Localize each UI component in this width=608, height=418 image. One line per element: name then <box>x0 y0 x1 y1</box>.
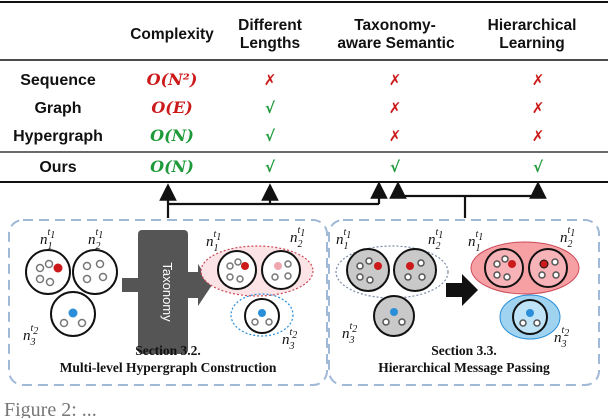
node-n3-out <box>244 298 280 334</box>
comparison-table: Complexity Different Lengths Taxonomy- a… <box>0 1 608 183</box>
left-panel: n1t1 n2t1 n3t2 <box>8 219 328 386</box>
taxonomy-arrow: Taxonomy <box>122 230 212 354</box>
cross-mark: ✗ <box>264 71 277 89</box>
table-row-ours: Ours O(N) √ √ √ <box>39 157 544 176</box>
check-mark: √ <box>390 158 401 176</box>
node-label-n2: n2t1 <box>88 227 103 252</box>
node-label-n1-mp: n1t1 <box>336 227 351 252</box>
header-hier-line1: Hierarchical <box>488 17 577 34</box>
table-row-graph: Graph O(E) √ ✗ ✗ <box>34 98 544 117</box>
node-label-n3-res: n3t2 <box>554 325 569 350</box>
left-panel-border <box>8 219 328 386</box>
node-n1-mp <box>346 248 390 292</box>
check-mark: √ <box>265 99 276 117</box>
cross-mark: ✗ <box>389 99 402 117</box>
right-section-name: Hierarchical Message Passing <box>378 360 550 375</box>
node-n2-mp <box>393 248 437 292</box>
complexity-value: O(N) <box>150 126 194 145</box>
header-taxonomy-line2: aware Semantic <box>337 35 455 52</box>
complexity-value: O(N) <box>150 157 194 176</box>
table-row-sequence: Sequence O(N²) ✗ ✗ ✗ <box>20 70 544 89</box>
node-label-n2-mp: n2t1 <box>428 227 443 252</box>
connector-arrows <box>159 181 547 218</box>
taxonomy-label: Taxonomy <box>160 262 175 322</box>
header-complexity: Complexity <box>130 26 214 43</box>
cross-mark: ✗ <box>532 71 545 89</box>
check-mark: √ <box>265 158 276 176</box>
complexity-value: O(N²) <box>147 70 198 89</box>
left-section-name: Multi-level Hypergraph Construction <box>60 360 277 375</box>
node-n3 <box>50 291 96 337</box>
left-section-title: Section 3.2. <box>135 343 201 358</box>
node-label-n3: n3t2 <box>23 323 38 348</box>
right-panel: n1t1 n2t1 n3t2 n1t1 n2t1 n <box>328 219 600 386</box>
node-label-n2-out: n2t1 <box>290 225 305 250</box>
complexity-value: O(E) <box>151 98 192 117</box>
header-lengths-line2: Lengths <box>240 35 300 52</box>
message-passing-arrow <box>446 274 478 306</box>
node-label-n2-res: n2t1 <box>560 225 575 250</box>
row-label: Ours <box>39 159 76 176</box>
right-section-title: Section 3.3. <box>431 343 497 358</box>
node-n1-out <box>217 250 257 290</box>
hyperedge-blue <box>230 293 294 337</box>
header-hier-line2: Learning <box>499 35 564 52</box>
check-mark: √ <box>265 127 276 145</box>
row-label: Sequence <box>20 72 96 89</box>
node-n2-out <box>261 250 301 290</box>
header-lengths-line1: Different <box>238 17 302 34</box>
node-label-n1-res: n1t1 <box>468 229 483 254</box>
cross-mark: ✗ <box>532 127 545 145</box>
node-n1-res <box>484 248 524 288</box>
row-label: Graph <box>34 100 81 117</box>
node-label-n3-mp: n3t2 <box>342 321 357 346</box>
hyperedge-grey <box>335 245 449 299</box>
node-label-n1: n1t1 <box>40 227 55 252</box>
row-label: Hypergraph <box>13 128 103 145</box>
check-mark: √ <box>533 158 544 176</box>
cross-mark: ✗ <box>389 127 402 145</box>
node-n1 <box>25 249 71 295</box>
right-panel-border <box>328 219 600 386</box>
node-label-n3-out: n3t2 <box>282 327 297 352</box>
taxonomy-box <box>138 230 188 354</box>
table-row-hypergraph: Hypergraph O(N) √ ✗ ✗ <box>13 126 544 145</box>
node-label-n1-out: n1t1 <box>206 229 221 254</box>
node-n3-res <box>512 299 548 335</box>
header-taxonomy-line1: Taxonomy- <box>354 17 436 34</box>
node-n2-res <box>528 248 568 288</box>
cross-mark: ✗ <box>532 99 545 117</box>
caption-fragment: Figure 2: ... <box>4 399 97 418</box>
cross-mark: ✗ <box>389 71 402 89</box>
node-n3-mp <box>373 295 415 337</box>
node-n2 <box>72 249 118 295</box>
